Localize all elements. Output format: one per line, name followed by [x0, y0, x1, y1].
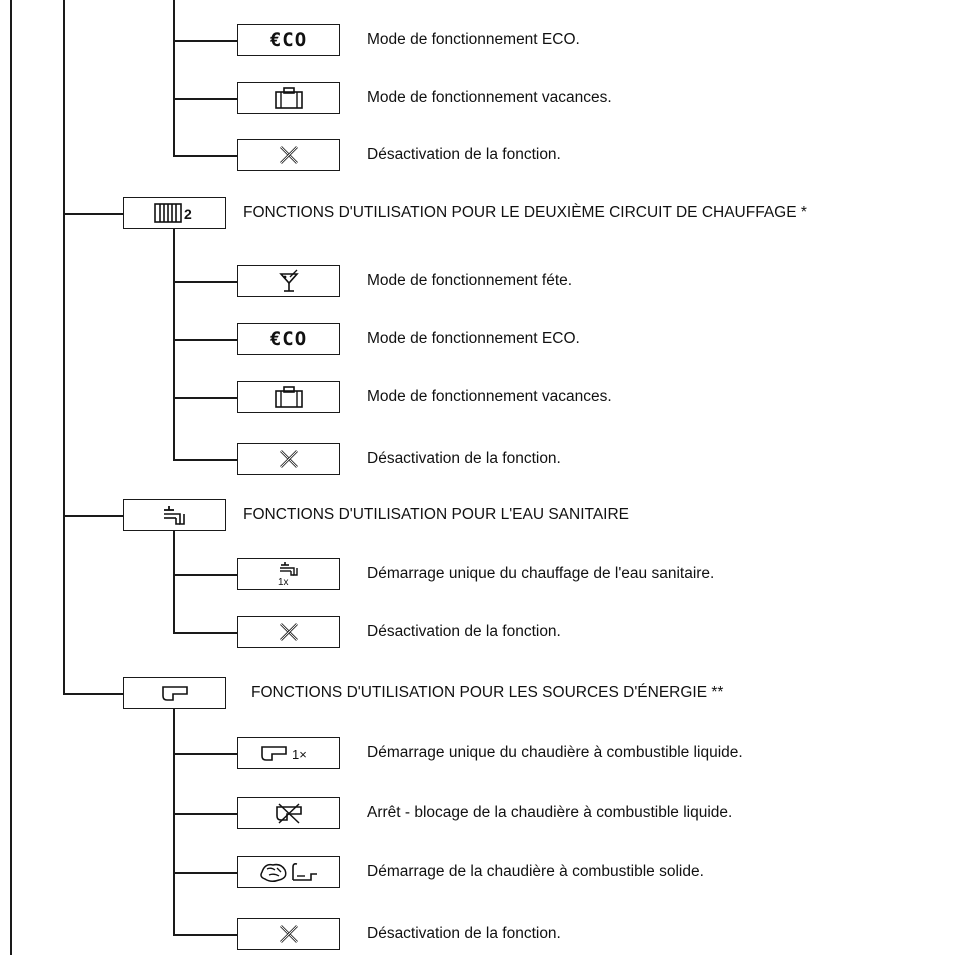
single-start-water-button[interactable]: 1x	[237, 558, 340, 590]
second-circuit-title: FONCTIONS D'UTILISATION POUR LE DEUXIÈME…	[243, 204, 807, 221]
branch-line	[173, 872, 237, 874]
deactivate-label: Désactivation de la fonction.	[367, 925, 561, 942]
branch-line	[173, 813, 237, 815]
eco-icon: €CO	[269, 328, 308, 350]
party-mode-button[interactable]	[237, 265, 340, 297]
branch-line	[173, 98, 237, 100]
block-oil-boiler-label: Arrêt - blocage de la chaudière à combus…	[367, 804, 733, 821]
party-mode-label: Mode de fonctionnement féte.	[367, 272, 573, 289]
cocktail-icon	[278, 269, 299, 292]
branch-line	[63, 515, 123, 517]
single-start-oil-boiler-button[interactable]: 1×	[237, 737, 340, 769]
fuel-tank-once-icon: 1×	[260, 746, 307, 762]
eco-mode-button[interactable]: €CO	[237, 24, 340, 56]
energy-sources-title: FONCTIONS D'UTILISATION POUR LES SOURCES…	[251, 684, 724, 701]
deactivate-button[interactable]	[237, 616, 340, 648]
vacation-mode-label: Mode de fonctionnement vacances.	[367, 89, 612, 106]
deactivate-label: Désactivation de la fonction.	[367, 450, 561, 467]
left-border-line	[10, 0, 12, 955]
radiator-2-icon: 2	[153, 203, 192, 223]
water-trunk	[173, 531, 175, 633]
energy-trunk	[173, 709, 175, 936]
deactivate-button[interactable]	[237, 139, 340, 171]
tap-icon	[163, 506, 185, 525]
eco-mode-button[interactable]: €CO	[237, 323, 340, 355]
suitcase-icon	[274, 87, 303, 109]
cross-icon	[279, 925, 298, 943]
energy-sources-button[interactable]	[123, 677, 226, 709]
vacation-mode-button[interactable]	[237, 82, 340, 114]
cross-icon	[279, 623, 298, 641]
branch-line	[63, 213, 123, 215]
svg-text:1x: 1x	[278, 577, 289, 587]
start-solid-fuel-boiler-label: Démarrage de la chaudière à combustible …	[367, 863, 704, 880]
fuel-tank-icon	[161, 686, 188, 701]
sanitary-water-button[interactable]	[123, 499, 226, 531]
branch-line	[173, 339, 237, 341]
second-circuit-button[interactable]: 2	[123, 197, 226, 229]
branch-line	[173, 40, 237, 42]
branch-line	[173, 155, 237, 157]
fuel-tank-blocked-icon	[275, 803, 302, 824]
deactivate-label: Désactivation de la fonction.	[367, 146, 561, 163]
deactivate-button[interactable]	[237, 918, 340, 950]
branch-line	[173, 753, 237, 755]
deactivate-button[interactable]	[237, 443, 340, 475]
eco-icon: €CO	[269, 29, 308, 51]
deactivate-label: Désactivation de la fonction.	[367, 623, 561, 640]
start-solid-fuel-boiler-button[interactable]	[237, 856, 340, 888]
branch-line	[63, 693, 123, 695]
svg-text:1×: 1×	[292, 747, 307, 762]
circuit2-trunk	[173, 229, 175, 461]
tap-once-icon: 1x	[278, 562, 298, 587]
main-trunk-line	[63, 0, 65, 695]
suitcase-icon	[274, 386, 303, 408]
branch-line	[173, 934, 237, 936]
eco-mode-label: Mode de fonctionnement ECO.	[367, 31, 580, 48]
sanitary-water-title: FONCTIONS D'UTILISATION POUR L'EAU SANIT…	[243, 506, 630, 523]
cross-icon	[279, 146, 298, 164]
vacation-mode-button[interactable]	[237, 381, 340, 413]
branch-line	[173, 632, 237, 634]
single-start-oil-boiler-label: Démarrage unique du chaudière à combusti…	[367, 744, 743, 761]
svg-text:2: 2	[184, 206, 192, 222]
block-oil-boiler-button[interactable]	[237, 797, 340, 829]
solid-fuel-boiler-icon	[259, 863, 317, 883]
eco-mode-label: Mode de fonctionnement ECO.	[367, 330, 580, 347]
cross-icon	[279, 450, 298, 468]
branch-line	[173, 281, 237, 283]
vacation-mode-label: Mode de fonctionnement vacances.	[367, 388, 612, 405]
branch-line	[173, 574, 237, 576]
top-group-trunk	[173, 0, 175, 156]
branch-line	[173, 459, 237, 461]
single-start-water-label: Démarrage unique du chauffage de l'eau s…	[367, 565, 715, 582]
branch-line	[173, 397, 237, 399]
